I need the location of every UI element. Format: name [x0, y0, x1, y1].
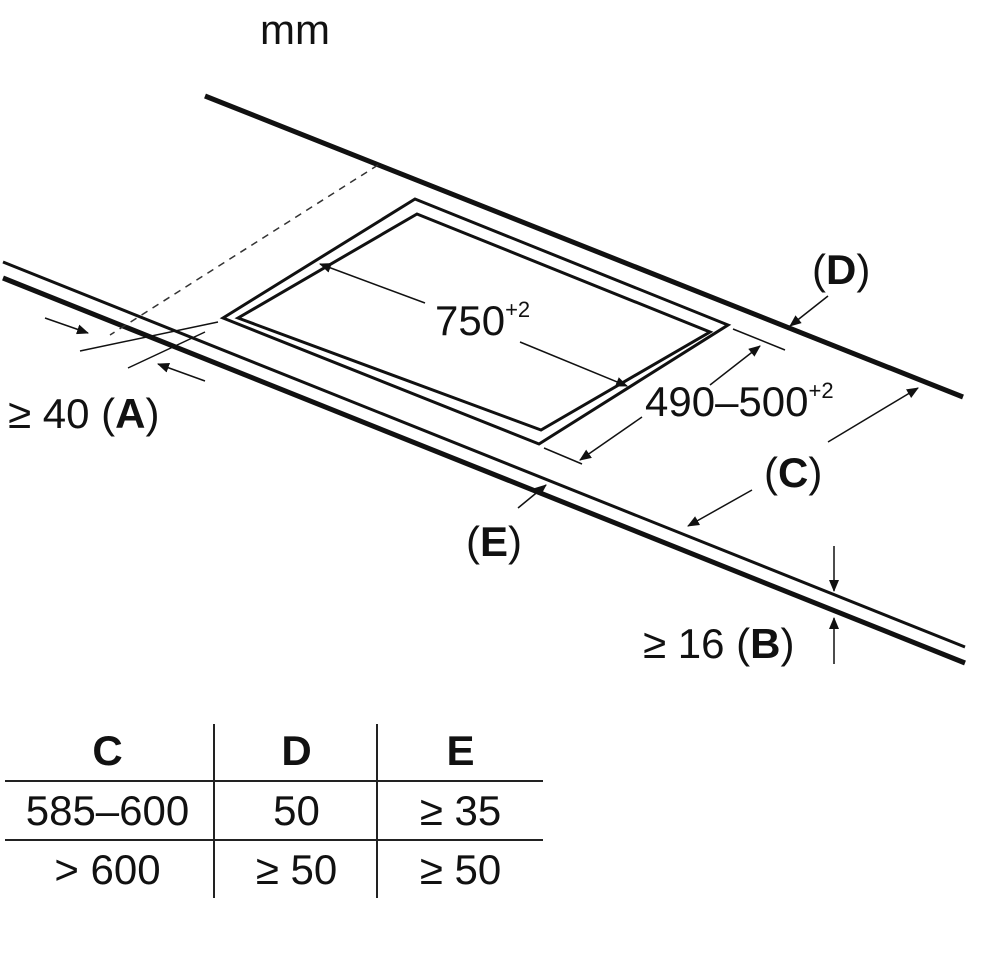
label-d: (D) [812, 246, 870, 293]
table-header-e: E [446, 727, 475, 774]
label-c-suffix: ) [808, 449, 822, 496]
d-arrow [789, 295, 829, 327]
table-header-c: C [92, 727, 123, 774]
depth-value: 490–500 [645, 378, 809, 425]
a-extension-line-2 [127, 331, 206, 369]
wall-dashed-line [109, 164, 379, 336]
table-row: 585–600 50 ≥ 35 [0, 782, 545, 840]
table-cell: 585–600 [25, 787, 190, 834]
table-cell: ≥ 50 [255, 846, 338, 893]
worktop-front-top-edge [2, 260, 966, 649]
table-row-divider [5, 839, 543, 841]
depth-extension-line-bottom [543, 447, 583, 465]
label-a: ≥ 40 (A) [8, 390, 159, 437]
label-a-suffix: ) [145, 390, 159, 437]
a-arrow-1 [44, 317, 89, 335]
depth-extension-line-top [732, 328, 786, 351]
label-c-letter: C [778, 449, 808, 496]
label-a-letter: A [115, 390, 145, 437]
depth-dimension: 490–500+2 [645, 378, 834, 425]
table-header-row: C D E [0, 722, 545, 780]
table-cell: ≥ 50 [419, 846, 502, 893]
table-column-divider [376, 724, 378, 898]
worktop-front-bottom-edge [2, 275, 966, 666]
label-e: (E) [466, 518, 522, 565]
table-cell: ≥ 35 [419, 787, 502, 834]
label-c-prefix: ( [764, 449, 778, 496]
label-d-prefix: ( [812, 246, 826, 293]
length-arrow-right [519, 341, 628, 387]
c-arrow-rear [827, 387, 919, 443]
depth-arrow-bottom [579, 416, 643, 461]
label-e-suffix: ) [508, 518, 522, 565]
worktop-rear-edge [204, 93, 964, 400]
e-arrow [517, 484, 547, 509]
length-tolerance: +2 [505, 297, 530, 322]
depth-arrow-top [709, 345, 761, 386]
length-dimension: 750+2 [435, 297, 530, 344]
cutout-inner [234, 212, 714, 432]
length-value: 750 [435, 297, 505, 344]
label-b-prefix: ≥ 16 ( [643, 620, 750, 667]
label-e-letter: E [480, 518, 508, 565]
a-extension-line-1 [79, 321, 219, 352]
label-c: (C) [764, 449, 822, 496]
a-arrow-2 [157, 363, 206, 382]
label-b-suffix: ) [780, 620, 794, 667]
label-d-suffix: ) [856, 246, 870, 293]
cutout-outer [219, 197, 732, 446]
unit-label: mm [260, 6, 330, 53]
c-arrow-front [687, 489, 753, 527]
table-cell: 50 [273, 787, 320, 834]
label-a-prefix: ≥ 40 ( [8, 390, 115, 437]
table-cell: > 600 [54, 846, 161, 893]
table-row: > 600 ≥ 50 ≥ 50 [0, 841, 545, 899]
label-e-prefix: ( [466, 518, 480, 565]
length-arrow-left [319, 263, 426, 304]
label-b-letter: B [750, 620, 780, 667]
label-b: ≥ 16 (B) [643, 620, 794, 667]
installation-diagram: mm 750+2 490–500+2 ≥ 40 (A) ≥ 16 (B) (C)… [2, 6, 966, 667]
table-header-divider [5, 780, 543, 782]
table-column-divider [213, 724, 215, 898]
table-header-d: D [281, 727, 312, 774]
label-d-letter: D [826, 246, 856, 293]
depth-tolerance: +2 [809, 378, 834, 403]
